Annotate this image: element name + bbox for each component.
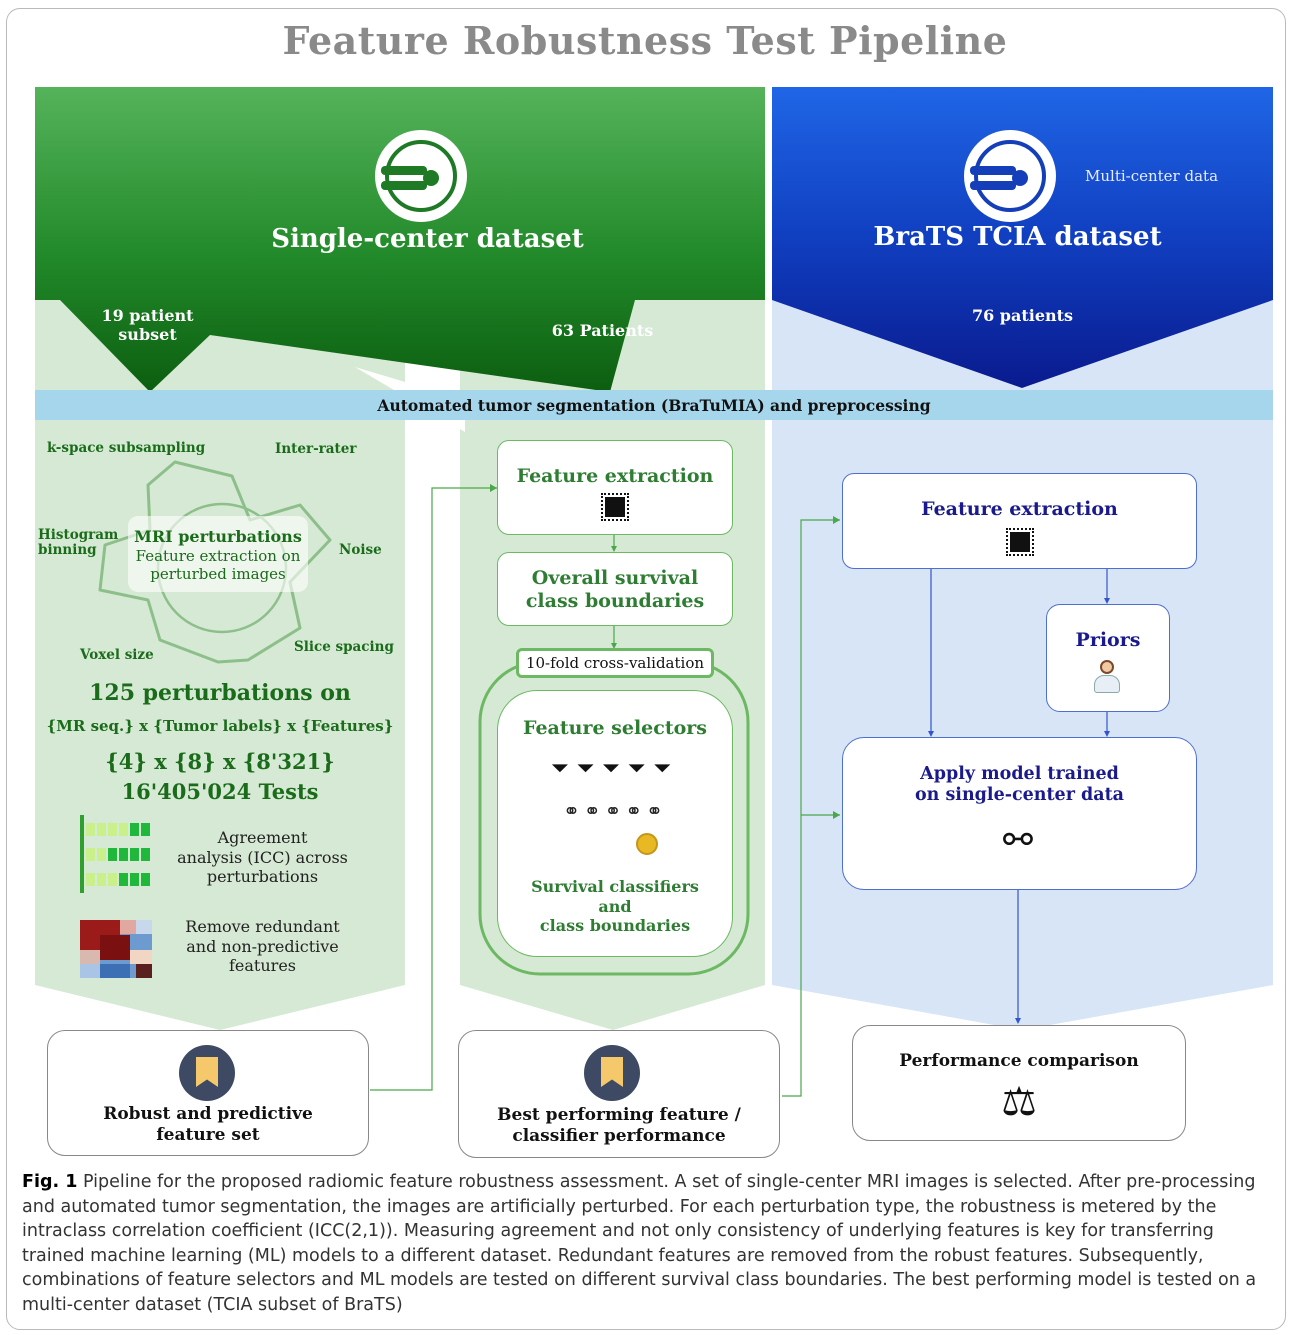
robust-feature-set-box: Robust and predictive feature set [47,1030,369,1156]
multi-center-note: Multi-center data [1085,167,1219,185]
figure-frame [6,8,1286,1330]
remove-label: Remove redundant and non-predictive feat… [185,917,340,975]
caption-label: Fig. 1 [22,1172,78,1192]
priors-box: Priors [1046,604,1170,712]
best-performing-box: Best performing feature / classifier per… [458,1030,780,1158]
voxel-label: Voxel size [80,647,154,663]
right-feature-extraction-title: Feature extraction [921,498,1118,520]
apply-model-box: Apply model trained on single-center dat… [842,737,1197,890]
gear-center-title: MRI perturbations [134,527,302,546]
cpu-chip-icon-right [1006,528,1034,556]
bookmark-icon [179,1045,235,1101]
perturbation-nums: {4} x {8} x {8'321} [105,749,335,774]
perturbation-dims: {MR seq.} x {Tumor labels} x {Features} [46,717,394,735]
interrater-label: Inter-rater [275,441,357,457]
classifier-icons: ⚭⚭⚭⚭⚭ [563,799,667,823]
performance-comparison-title: Performance comparison [899,1051,1139,1071]
cv-label-box: 10-fold cross-validation [516,648,714,678]
noise-label: Noise [339,542,382,558]
kspace-label: k-space subsampling [47,440,206,456]
feature-extraction-box: Feature extraction [497,440,733,535]
left-panel-bg [35,300,405,1030]
figure-caption: Fig. 1 Pipeline for the proposed radiomi… [22,1170,1270,1317]
correlation-heatmap-icon [80,920,152,978]
feature-selectors-box: Feature selectors ⏷⏷⏷⏷⏷ ⚭⚭⚭⚭⚭ Survival c… [497,690,733,957]
brats-header [772,87,1273,388]
agreement-bars-icon [80,815,150,893]
classifiers-title: Survival classifiers and class boundarie… [531,877,699,935]
mri-scanner-icon [375,130,467,222]
funnel-icons: ⏷⏷⏷⏷⏷ [550,756,679,781]
gear-center-sub: Feature extraction on perturbed images [135,547,301,583]
subset-label: 19 patient subset [101,306,194,344]
gear-icon [98,460,332,664]
robust-feature-set-title: Robust and predictive feature set [103,1104,313,1145]
segmentation-bar [35,390,1273,420]
cv-label: 10-fold cross-validation [525,654,705,672]
classifier-icon: ⚯ [1002,820,1034,861]
doctor-icon [1093,660,1121,694]
single-center-header [35,87,765,392]
figure-title: Feature Robustness Test Pipeline [282,18,1008,63]
histogram-label: Histogram binning [38,527,119,558]
best-performing-title: Best performing feature / classifier per… [497,1105,741,1146]
balance-scale-icon: ⚖ [1001,1079,1037,1125]
connector-robust-to-extraction [370,487,497,1091]
performance-comparison-box: Performance comparison ⚖ [852,1025,1186,1141]
gear-center-box [128,516,308,592]
medal-icon [636,833,658,855]
feature-selectors-title: Feature selectors [523,717,707,739]
survival-boundaries-box: Overall survival class boundaries [497,552,733,626]
caption-text: Pipeline for the proposed radiomic featu… [22,1172,1257,1315]
slice-label: Slice spacing [294,639,394,655]
apply-model-title: Apply model trained on single-center dat… [914,764,1125,805]
single-center-label: Single-center dataset [271,224,584,254]
connector-best-to-extraction [782,519,840,1097]
priors-title: Priors [1075,629,1141,651]
brats-patients: 76 patients [971,306,1074,325]
brats-label: BraTS TCIA dataset [873,222,1162,252]
agreement-label: Agreement analysis (ICC) across perturba… [177,828,348,886]
perturbation-tests: 16'405'024 Tests [121,779,319,804]
bookmark-icon [584,1045,640,1101]
segmentation-label: Automated tumor segmentation (BraTuMIA) … [377,396,931,415]
perturbation-count: 125 perturbations on [89,680,351,706]
right-feature-extraction-box: Feature extraction [842,473,1197,569]
mri-scanner-icon-blue [964,130,1056,222]
single-center-patients: 63 Patients [551,321,654,340]
cpu-chip-icon [601,493,629,521]
feature-extraction-title: Feature extraction [516,465,714,487]
survival-boundaries-title: Overall survival class boundaries [525,567,705,612]
